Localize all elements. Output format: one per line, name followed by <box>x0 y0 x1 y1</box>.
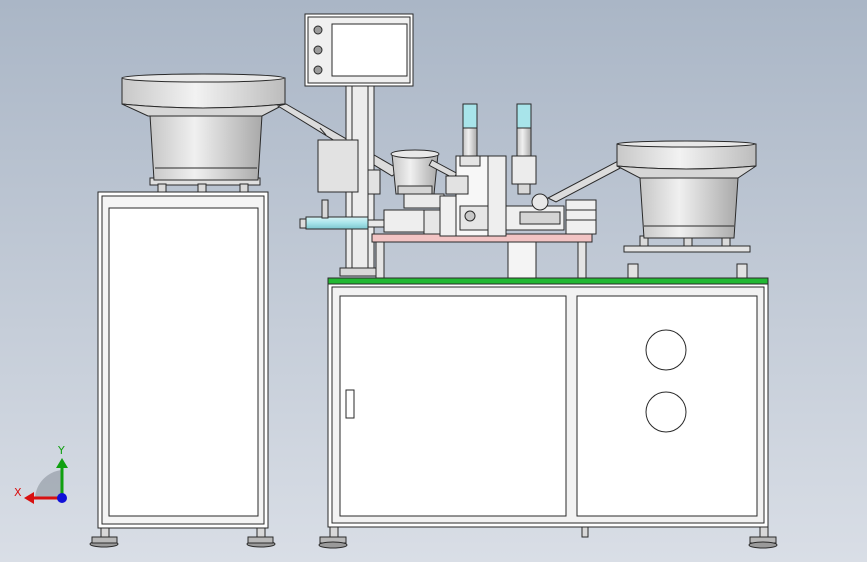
z-axis-dot <box>57 493 67 503</box>
vertical-cylinder-right <box>511 103 537 195</box>
press-station <box>439 155 507 237</box>
hmi-screen <box>331 23 408 77</box>
small-vibratory-bowl <box>390 149 458 209</box>
horizontal-cylinder <box>299 199 425 233</box>
hmi-support-column <box>317 85 381 277</box>
left-door <box>339 295 567 517</box>
coordinate-triad: X Y <box>14 444 68 504</box>
hmi-button <box>313 25 323 35</box>
hmi-button <box>313 65 323 75</box>
left-cabinet <box>89 191 276 548</box>
vertical-cylinder-left <box>459 103 481 167</box>
right-bowl-feeder <box>616 140 757 279</box>
main-cabinet <box>318 282 778 549</box>
left-cabinet-door <box>108 207 259 517</box>
green-tabletop <box>327 277 769 285</box>
door-handle <box>345 389 355 419</box>
tooling-plate <box>371 233 593 279</box>
y-axis-label: Y <box>57 444 65 457</box>
hmi-touch-panel <box>304 13 414 87</box>
indicator-port <box>645 329 687 371</box>
hmi-button <box>313 45 323 55</box>
triad-plane <box>35 470 62 498</box>
x-axis-label: X <box>14 486 22 499</box>
left-bowl-feeder <box>121 73 286 193</box>
indicator-port <box>645 391 687 433</box>
slide-units <box>423 193 597 235</box>
